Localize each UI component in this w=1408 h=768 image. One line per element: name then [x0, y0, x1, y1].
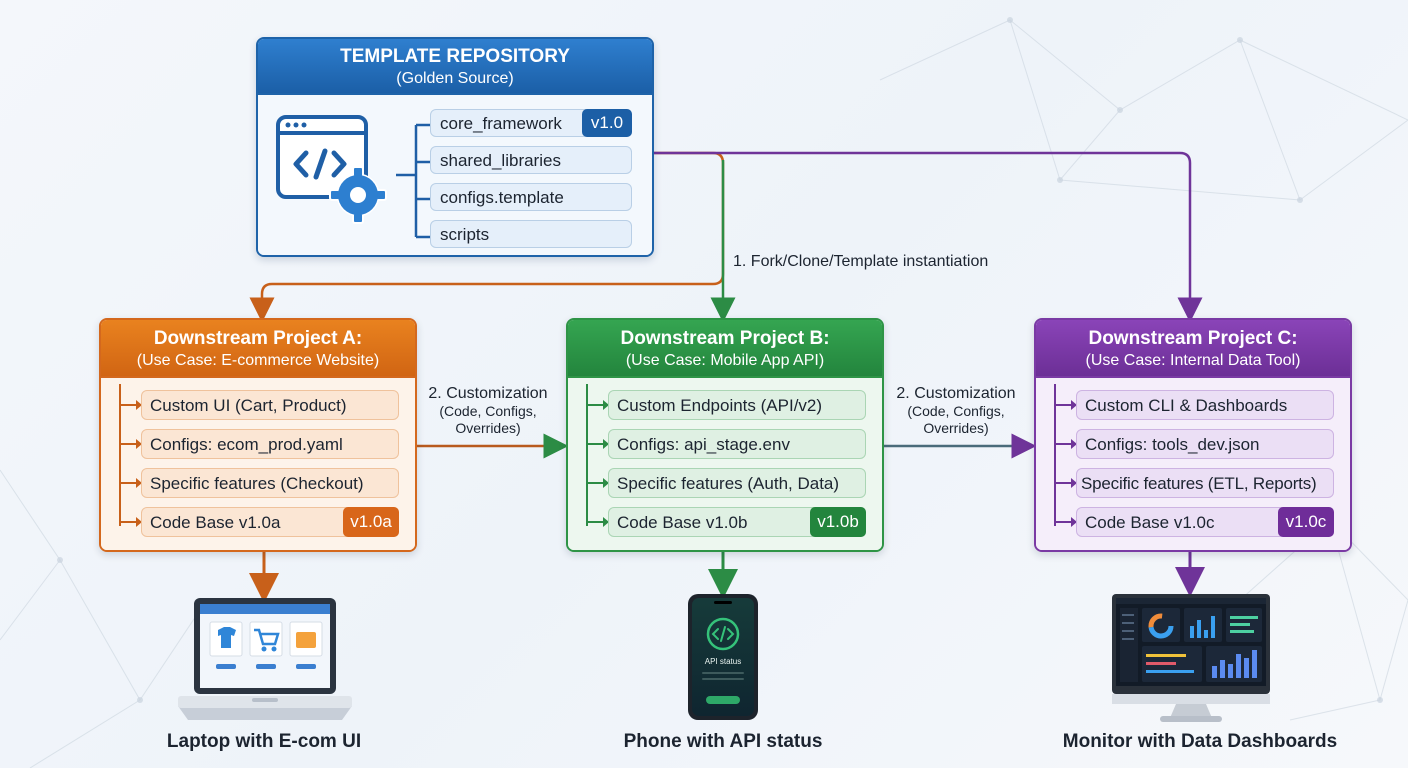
tree-branch-arrow [587, 400, 609, 410]
downstream-project-c: Downstream Project C: (Use Case: Interna… [1034, 318, 1352, 552]
customization-detail: Overrides) [923, 420, 989, 436]
project-header: Downstream Project B: (Use Case: Mobile … [568, 320, 882, 378]
tree-spine [586, 384, 588, 526]
fork-clone-label: 1. Fork/Clone/Template instantiation [733, 253, 989, 270]
repo-item-configs-template: configs.template [430, 183, 632, 211]
project-item-code-base: Code Base v1.0b v1.0b [608, 507, 866, 537]
version-badge: v1.0c [1278, 507, 1334, 537]
tree-branch-arrow [587, 517, 609, 527]
template-repository-subtitle: (Golden Source) [396, 70, 514, 87]
template-repository-box: TEMPLATE REPOSITORY (Golden Source) [256, 37, 654, 257]
template-repository-header: TEMPLATE REPOSITORY (Golden Source) [258, 39, 652, 95]
tree-branch-arrow [587, 439, 609, 449]
version-badge: v1.0a [343, 507, 399, 537]
customization-detail: Overrides) [455, 420, 521, 436]
customization-label-b-to-c: 2. Customization (Code, Configs, Overrid… [886, 385, 1026, 437]
project-item: Configs: api_stage.env [608, 429, 866, 459]
downstream-project-a: Downstream Project A: (Use Case: E-comme… [99, 318, 417, 552]
project-item-label: Code Base v1.0c [1085, 513, 1215, 532]
repo-tree-branches [396, 123, 430, 239]
project-item-code-base: Code Base v1.0a v1.0a [141, 507, 399, 537]
project-item: Custom CLI & Dashboards [1076, 390, 1334, 420]
tree-branch-arrow [120, 400, 142, 410]
repo-item-label: configs.template [440, 188, 564, 207]
tree-branch-arrow [1055, 478, 1077, 488]
project-item: Custom Endpoints (API/v2) [608, 390, 866, 420]
version-badge: v1.0b [810, 507, 866, 537]
tree-branch-arrow [1055, 439, 1077, 449]
customization-detail: (Code, Configs, [439, 403, 537, 419]
project-header: Downstream Project C: (Use Case: Interna… [1036, 320, 1350, 378]
tree-branch-arrow [1055, 400, 1077, 410]
tree-branch-arrow [120, 439, 142, 449]
repo-item-shared-libraries: shared_libraries [430, 146, 632, 174]
customization-label-a-to-b: 2. Customization (Code, Configs, Overrid… [418, 385, 558, 437]
repo-item-label: core_framework [440, 114, 562, 133]
laptop-icon [178, 598, 352, 720]
repo-item-scripts: scripts [430, 220, 632, 248]
project-title: Downstream Project A: [153, 328, 363, 349]
template-repository-title: TEMPLATE REPOSITORY [340, 46, 570, 67]
tree-branch-arrow [587, 478, 609, 488]
project-item: Specific features (Auth, Data) [608, 468, 866, 498]
project-header: Downstream Project A: (Use Case: E-comme… [101, 320, 415, 378]
customization-title: 2. Customization [428, 385, 548, 402]
version-badge: v1.0 [582, 109, 632, 137]
project-body: Custom Endpoints (API/v2) Configs: api_s… [568, 378, 882, 550]
downstream-project-b: Downstream Project B: (Use Case: Mobile … [566, 318, 884, 552]
project-subtitle: (Use Case: E-commerce Website) [136, 352, 380, 369]
repo-item-label: shared_libraries [440, 151, 561, 170]
tree-branch-arrow [120, 478, 142, 488]
phone-icon: API status [688, 594, 758, 720]
project-subtitle: (Use Case: Mobile App API) [625, 352, 825, 369]
laptop-caption: Laptop with E-com UI [166, 731, 362, 752]
code-window-gear-icon [276, 115, 387, 224]
monitor-icon [1112, 594, 1270, 722]
tree-spine [119, 384, 121, 526]
phone-screen-text: API status [705, 657, 741, 666]
project-item-code-base: Code Base v1.0c v1.0c [1076, 507, 1334, 537]
project-item-label: Code Base v1.0a [150, 513, 281, 532]
project-item: Specific features (ETL, Reports) [1076, 468, 1334, 498]
repo-item-core-framework: core_framework v1.0 [430, 109, 632, 137]
project-item: Configs: ecom_prod.yaml [141, 429, 399, 459]
project-item: Custom UI (Cart, Product) [141, 390, 399, 420]
project-item: Configs: tools_dev.json [1076, 429, 1334, 459]
project-subtitle: (Use Case: Internal Data Tool) [1085, 352, 1301, 369]
repo-item-label: scripts [440, 225, 490, 244]
project-item: Specific features (Checkout) [141, 468, 399, 498]
tree-branch-arrow [120, 517, 142, 527]
phone-caption: Phone with API status [623, 731, 823, 752]
project-body: Custom UI (Cart, Product) Configs: ecom_… [101, 378, 415, 550]
customization-title: 2. Customization [896, 385, 1016, 402]
project-title: Downstream Project B: [620, 328, 830, 349]
project-item-label: Code Base v1.0b [617, 513, 748, 532]
tree-spine [1054, 384, 1056, 526]
project-body: Custom CLI & Dashboards Configs: tools_d… [1036, 378, 1350, 550]
monitor-caption: Monitor with Data Dashboards [1062, 731, 1338, 752]
customization-detail: (Code, Configs, [907, 403, 1005, 419]
template-repository-body: core_framework v1.0 shared_libraries con… [258, 95, 652, 255]
tree-branch-arrow [1055, 517, 1077, 527]
project-title: Downstream Project C: [1088, 328, 1298, 349]
